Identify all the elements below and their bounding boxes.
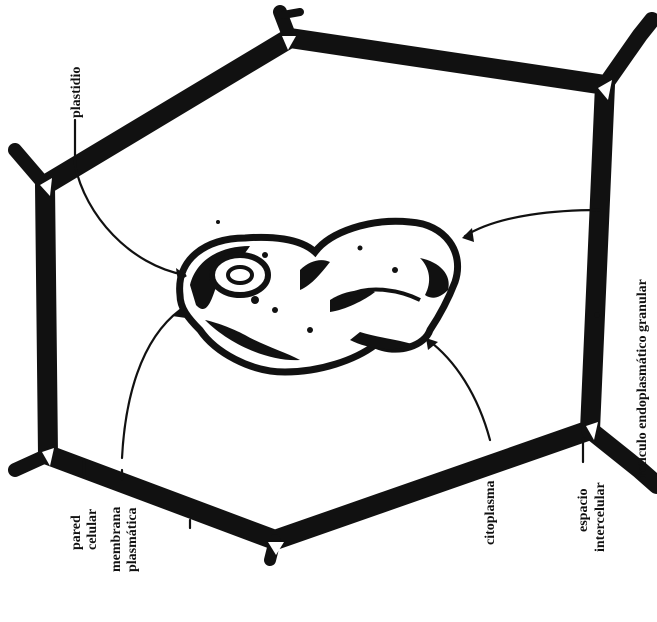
label-membrana-line1: membrana (109, 507, 124, 572)
label-espacio-line2: intercelular (593, 482, 608, 552)
label-plastidio: plastidio (69, 67, 84, 118)
label-citoplasma: citoplasma (483, 480, 498, 545)
label-pared-line1: pared (69, 515, 84, 550)
label-pared-line2: celular (85, 509, 100, 550)
label-reticulo: retículo endoplasmático granular (635, 279, 650, 478)
label-membrana-line2: plasmática (125, 507, 140, 572)
label-espacio-line1: espacio (576, 488, 591, 532)
